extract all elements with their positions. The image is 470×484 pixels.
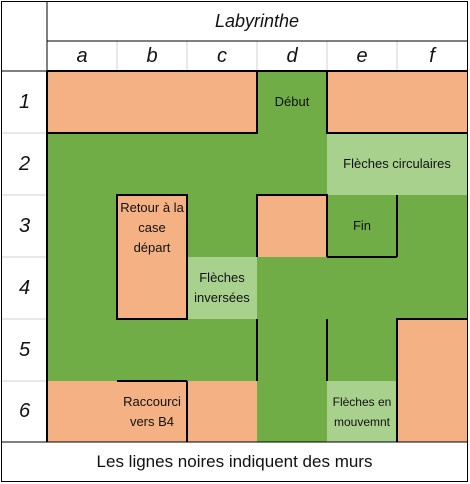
column-header-d: d [286, 44, 298, 67]
label-fin: Fin [352, 218, 372, 233]
row-header-6: 6 [18, 400, 31, 422]
label-debut: Début [274, 94, 310, 109]
row-header-3: 3 [18, 214, 31, 237]
label-fleches-mouvement: Flèches en mouvemnt [332, 394, 392, 429]
label-fleches-inversees: Flèches inversées [194, 270, 250, 305]
zone-a6-c6 [47, 381, 257, 442]
row-header-4: 4 [18, 276, 31, 299]
maze-walls [47, 71, 467, 442]
row-header-5: 5 [18, 338, 31, 361]
zone-d3 [257, 195, 327, 257]
special-e6 [327, 381, 397, 442]
special-c4 [187, 257, 257, 319]
column-header-b: b [146, 44, 158, 67]
zone-a1-c1 [47, 71, 257, 133]
special-e2-f2 [327, 133, 467, 195]
column-header-a: a [76, 44, 88, 67]
zone-f5-f6 [397, 319, 467, 442]
label-retour: Retour à la case départ [120, 200, 184, 255]
column-header-e: e [356, 44, 368, 67]
footer-note: Les lignes noires indiquent des murs [96, 452, 373, 471]
zone-b3-b4 [117, 195, 187, 319]
zone-e1-f1 [327, 71, 467, 133]
row-header-1: 1 [18, 90, 31, 113]
label-raccourci: Raccourci vers B4 [123, 393, 181, 429]
row-header-2: 2 [18, 152, 31, 175]
column-header-f: f [429, 44, 435, 67]
column-header-c: c [217, 44, 227, 67]
label-fleches-circulaires: Flèches circulaires [343, 156, 451, 171]
maze-title: Labyrinthe [214, 11, 300, 31]
